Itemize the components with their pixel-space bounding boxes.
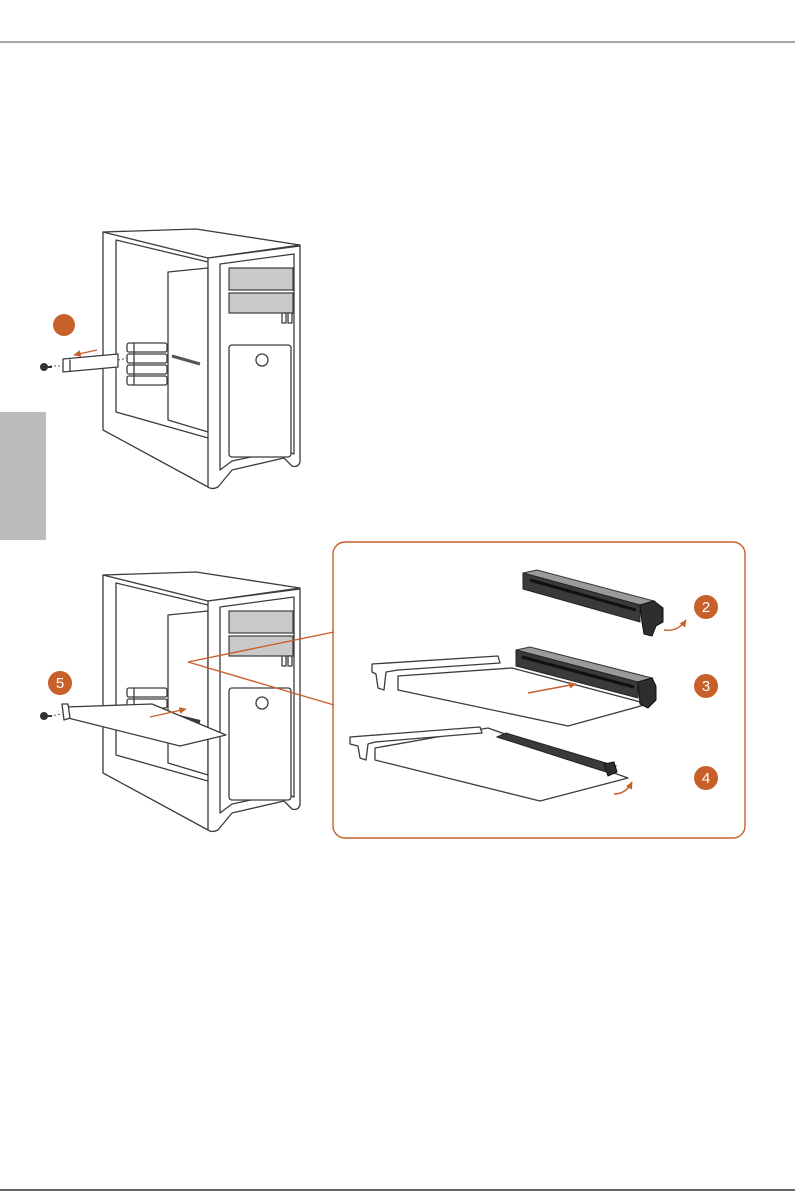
- slot-covers: [127, 343, 167, 385]
- slot-cover: [127, 343, 167, 352]
- slot-latch: [638, 678, 656, 708]
- arrow-icon: [74, 350, 97, 355]
- step-4-label: 4: [702, 770, 710, 787]
- pc-case-bottom: [103, 572, 300, 832]
- step-2-slot: [523, 570, 686, 636]
- slot-cover: [127, 365, 167, 374]
- step-2-label: 2: [702, 599, 710, 616]
- screw-icon: [40, 363, 52, 371]
- power-button-icon: [256, 354, 268, 366]
- slot-cover: [127, 688, 167, 697]
- curved-arrow-icon: [664, 620, 686, 630]
- slot-latch: [640, 601, 663, 636]
- curved-arrow-icon: [614, 782, 632, 794]
- step-5-label: 5: [56, 675, 64, 692]
- screw-icon: [40, 712, 52, 720]
- removed-slot-cover: [63, 354, 118, 372]
- step-1-badge: [53, 314, 75, 336]
- motherboard-tray: [168, 268, 208, 432]
- drive-bay-2: [229, 636, 293, 656]
- usb-port: [282, 656, 286, 666]
- drive-bay-1: [229, 268, 293, 290]
- step-3-label: 3: [702, 678, 710, 695]
- usb-port: [288, 656, 292, 666]
- side-tab: [0, 412, 46, 540]
- drive-bay-1: [229, 611, 293, 633]
- slot-cover: [127, 376, 167, 385]
- drive-bay-2: [229, 293, 293, 313]
- motherboard-tray: [168, 611, 208, 775]
- usb-port: [288, 313, 292, 323]
- power-button-icon: [256, 697, 268, 709]
- step-3-card-insert: [372, 647, 656, 726]
- card-bracket: [62, 704, 70, 720]
- usb-port: [282, 313, 286, 323]
- pc-case-top: [40, 229, 300, 489]
- step-4-card-seated: [350, 727, 632, 801]
- slot-cover: [127, 354, 167, 363]
